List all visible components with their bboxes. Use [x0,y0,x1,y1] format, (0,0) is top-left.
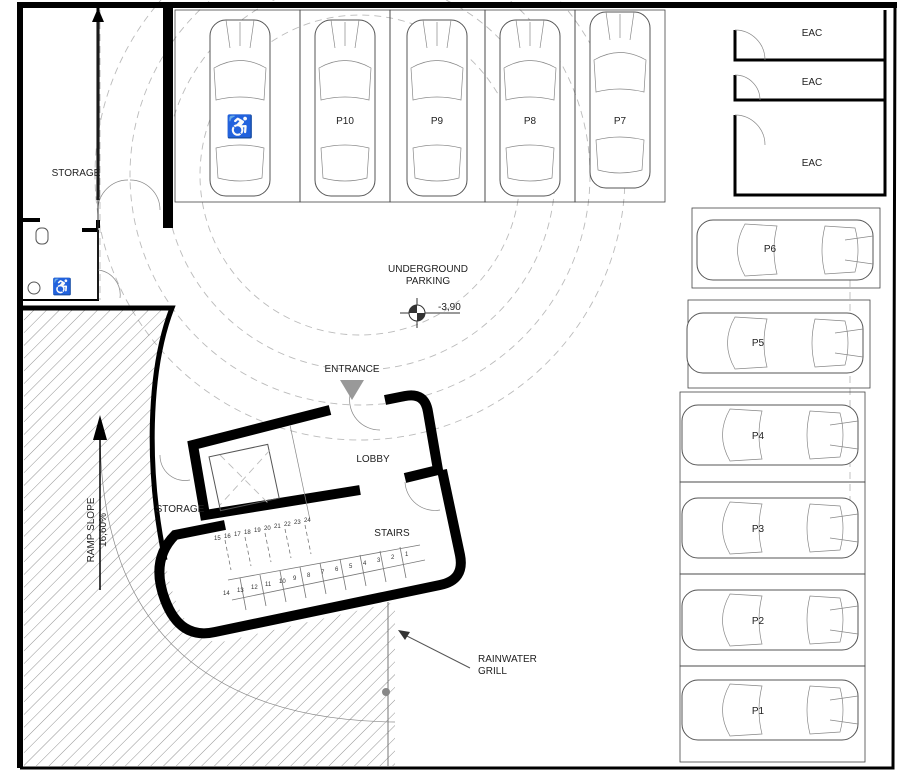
parking-top: ♿ P10 P9 P8 P7 [174,9,666,203]
car [681,589,859,651]
stair-number: 19 [254,528,261,534]
car [681,404,859,466]
stair-number: 9 [293,576,297,582]
stair-number: 5 [349,564,353,570]
parking-label: P2 [752,616,765,627]
stair-number: 8 [307,573,311,579]
car [499,19,561,197]
parking-label: P5 [752,338,765,349]
stair-number: 20 [264,526,271,532]
ramp-slope-value: 16,60% [98,513,109,547]
level-label: -3,90 [438,302,461,313]
stair-core [154,390,466,639]
car [406,19,468,197]
stair-number: 12 [251,585,258,591]
car [681,679,859,741]
stair-number: 13 [237,588,244,594]
leader-line [404,634,471,669]
ramp-slope-label: RAMP SLOPE [86,497,97,562]
rainwater-label: RAINWATER [478,654,537,665]
stair-number: 2 [391,555,395,561]
drain-icon [382,688,390,696]
parking-area-label: PARKING [406,276,450,287]
eac-label: EAC [802,77,823,88]
toilet-icon [35,227,49,245]
ramp-curve [99,429,396,723]
eac-rooms: EAC EAC EAC [733,10,887,197]
stairs-label: STAIRS [374,528,410,539]
parking-label: P7 [614,116,627,127]
sink-icon [27,281,41,295]
stair-number: 24 [304,518,311,524]
wheelchair-icon: ♿ [52,277,72,296]
stair-number: 11 [265,582,272,588]
entrance-arrow-icon [340,380,364,400]
stair-number: 3 [377,558,381,564]
parking-label: P9 [431,116,444,127]
parking-label: P4 [752,431,765,442]
car [314,19,376,197]
eac-label: EAC [802,158,823,169]
stair-number: 10 [279,579,286,585]
stair-number: 17 [234,532,241,538]
stair-number: 15 [214,536,221,542]
stair-number: 23 [294,520,301,526]
ramp-hatch [24,308,395,766]
parking-label: P10 [336,116,354,127]
parking-area-label: UNDERGROUND [388,264,468,275]
entrance-label: ENTRANCE [324,364,379,375]
level-marker-icon [400,298,460,328]
car [209,19,271,197]
car [589,11,651,189]
stair-number: 6 [335,567,339,573]
stair-number: 14 [223,591,230,597]
storage-small-label: STORAGE [156,504,205,515]
stair-number: 22 [284,522,291,528]
stair-number: 16 [224,534,231,540]
stair-number: 7 [321,570,325,576]
car [686,312,864,374]
parking-label: P1 [752,706,765,717]
rainwater-label: GRILL [478,666,507,677]
wheelchair-icon: ♿ [226,114,253,139]
parking-label: P3 [752,524,765,535]
parking-label: P6 [764,244,777,255]
ramp-arrow-icon [93,415,107,440]
lobby-label: LOBBY [356,454,390,465]
storage-label: STORAGE [52,168,101,179]
parking-label: P8 [524,116,537,127]
parking-right: P6 P5 P4 P3 P2 P1 [679,207,881,763]
car [696,219,874,281]
eac-label: EAC [802,28,823,39]
car [681,497,859,559]
stair-number: 18 [244,530,251,536]
stair-number: 1 [405,552,409,558]
stair-number: 21 [274,524,281,530]
stair-number: 4 [363,561,367,567]
